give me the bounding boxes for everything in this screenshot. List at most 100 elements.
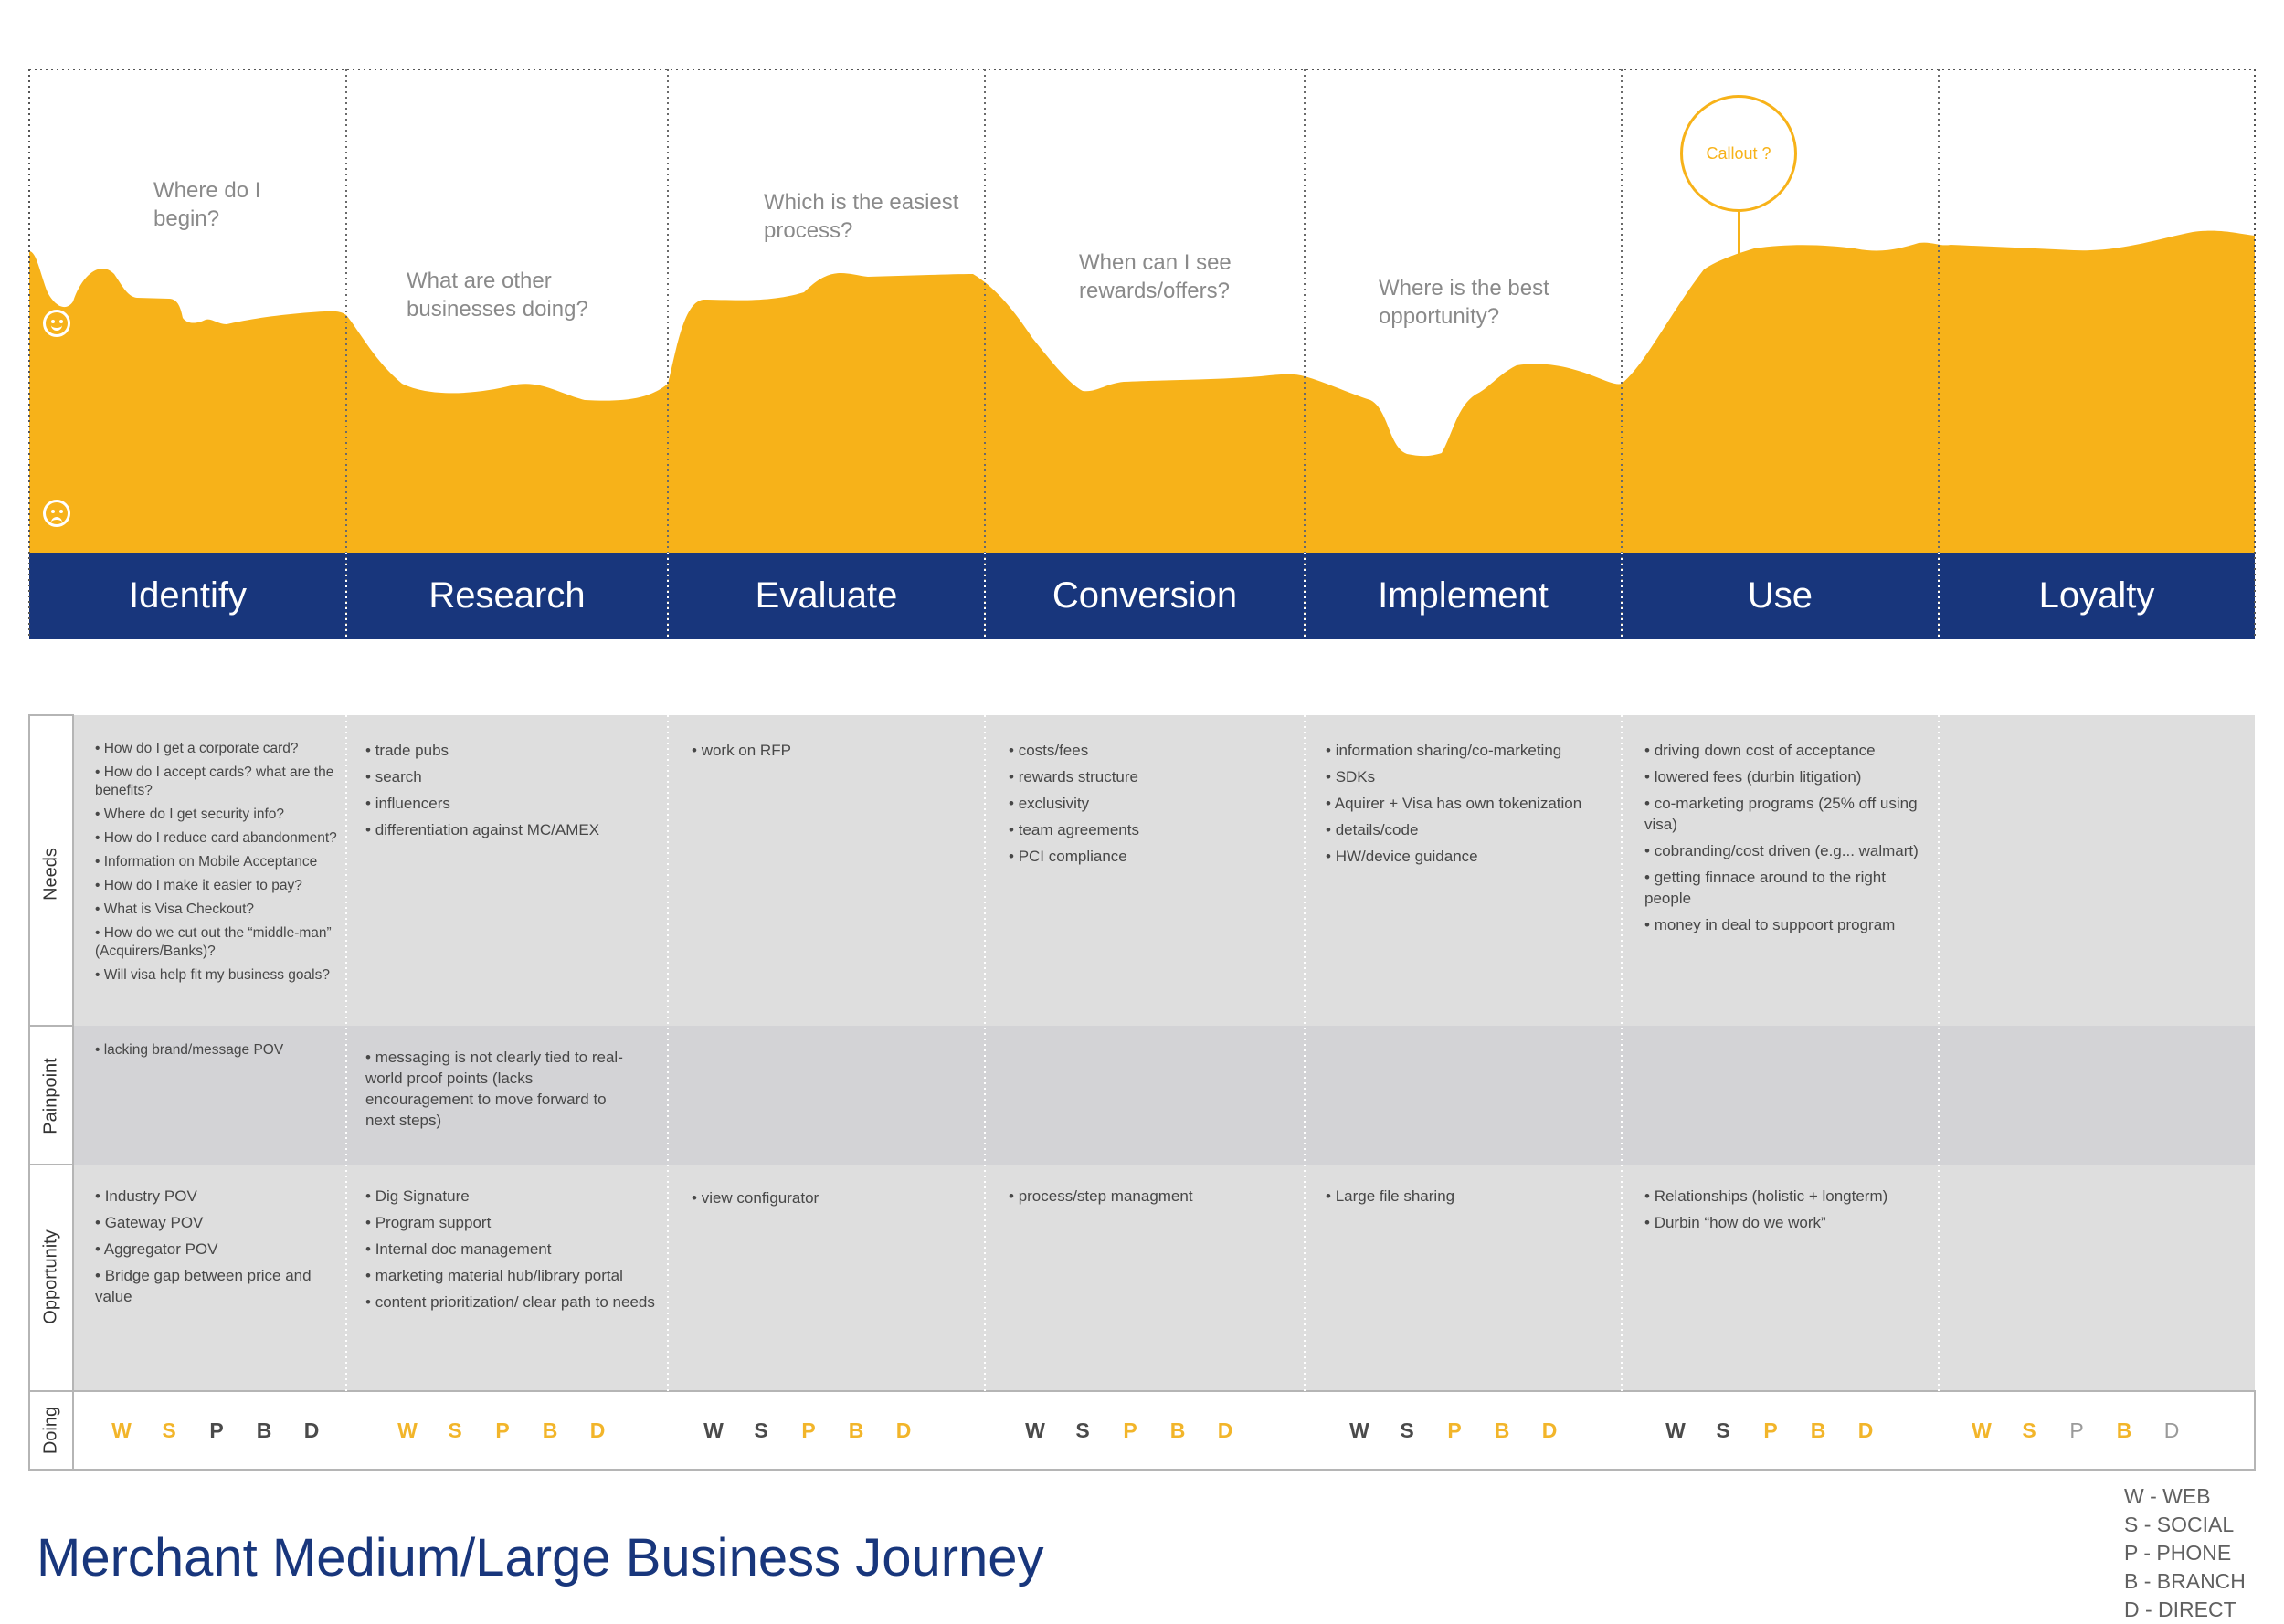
question-identify: Where do I begin?: [153, 178, 261, 231]
list-item: cobranding/cost driven (e.g... walmart): [1644, 840, 1923, 861]
channel-d: D: [1541, 1418, 1558, 1442]
doing-row-bg: [28, 1390, 2256, 1471]
list-item: money in deal to suppoort program: [1644, 914, 1923, 935]
happy-face-icon: [43, 310, 70, 337]
legend-social: S - SOCIAL: [2124, 1513, 2235, 1536]
row-label-needs: Needs: [40, 848, 61, 901]
needs-implement: information sharing/co-marketingSDKsAqui…: [1326, 740, 1613, 872]
list-item: Durbin “how do we work”: [1644, 1212, 1923, 1233]
journey-emotion-curve: [29, 230, 2255, 553]
list-item: differentiation against MC/AMEX: [365, 819, 658, 840]
channel-s: S: [162, 1418, 176, 1442]
list-item: process/step managment: [1009, 1186, 1292, 1207]
channel-s: S: [1400, 1418, 1414, 1442]
list-item: details/code: [1326, 819, 1613, 840]
channel-b: B: [256, 1418, 272, 1442]
painpoint-identify: lacking brand/message POV: [95, 1039, 342, 1066]
channel-s: S: [1075, 1418, 1090, 1442]
list-item: exclusivity: [1009, 793, 1292, 814]
list-item: rewards structure: [1009, 766, 1292, 787]
list-item: search: [365, 766, 658, 787]
channel-d: D: [895, 1418, 912, 1442]
row-label-doing: Doing: [40, 1406, 61, 1455]
list-item: How do I get a corporate card?: [95, 740, 342, 758]
channel-b: B: [848, 1418, 864, 1442]
list-item: Bridge gap between price and value: [95, 1265, 323, 1307]
callout-text: Callout ?: [1706, 143, 1771, 163]
channel-w: W: [397, 1418, 418, 1442]
list-item: How do we cut out the “middle-man” (Acqu…: [95, 924, 342, 961]
channel-w: W: [703, 1418, 724, 1442]
list-item: marketing material hub/library portal: [365, 1265, 658, 1286]
legend-direct: D - DIRECT: [2124, 1598, 2236, 1621]
list-item: getting finnace around to the right peop…: [1644, 867, 1923, 909]
row-label-column: [28, 714, 74, 1471]
stage-research: Research: [428, 575, 586, 616]
painpoint-research: messaging is not clearly tied to real-wo…: [365, 1047, 640, 1136]
sad-face-icon: [43, 500, 70, 527]
list-item: How do I make it easier to pay?: [95, 877, 342, 895]
channel-d: D: [1857, 1418, 1874, 1442]
channel-b: B: [1169, 1418, 1186, 1442]
list-item: SDKs: [1326, 766, 1613, 787]
list-item: messaging is not clearly tied to real-wo…: [365, 1047, 640, 1131]
channel-p: P: [801, 1418, 816, 1442]
page-title: Merchant Medium/Large Business Journey: [37, 1528, 1044, 1587]
opportunity-implement: Large file sharing: [1326, 1186, 1609, 1212]
channel-s: S: [1716, 1418, 1730, 1442]
list-item: co-marketing programs (25% off using vis…: [1644, 793, 1923, 835]
list-item: Aggregator POV: [95, 1239, 323, 1260]
stage-loyalty: Loyalty: [2038, 575, 2155, 616]
channel-p: P: [2069, 1418, 2084, 1442]
channel-b: B: [542, 1418, 558, 1442]
list-item: PCI compliance: [1009, 846, 1292, 867]
list-item: Will visa help fit my business goals?: [95, 966, 342, 985]
callout-stem: [1738, 212, 1740, 258]
list-item: information sharing/co-marketing: [1326, 740, 1613, 761]
opportunity-research: Dig SignatureProgram supportInternal doc…: [365, 1186, 658, 1318]
stage-implement: Implement: [1378, 575, 1549, 616]
question-research: What are other businesses doing?: [407, 269, 588, 322]
channel-d: D: [2163, 1418, 2180, 1442]
channel-p: P: [495, 1418, 510, 1442]
list-item: Gateway POV: [95, 1212, 323, 1233]
question-conversion: When can I see rewards/offers?: [1079, 250, 1232, 303]
list-item: Large file sharing: [1326, 1186, 1609, 1207]
question-implement: Where is the best opportunity?: [1379, 276, 1549, 329]
list-item: costs/fees: [1009, 740, 1292, 761]
list-item: HW/device guidance: [1326, 846, 1613, 867]
legend-phone: P - PHONE: [2124, 1541, 2232, 1565]
list-item: Internal doc management: [365, 1239, 658, 1260]
legend-web: W - WEB: [2124, 1484, 2211, 1508]
opportunity-conversion: process/step managment: [1009, 1186, 1292, 1212]
list-item: Aquirer + Visa has own tokenization: [1326, 793, 1613, 814]
channel-w: W: [1665, 1418, 1686, 1442]
needs-conversion: costs/feesrewards structureexclusivityte…: [1009, 740, 1292, 872]
channel-legend: W - WEB S - SOCIAL P - PHONE B - BRANCH …: [2124, 1482, 2246, 1624]
list-item: lowered fees (durbin litigation): [1644, 766, 1923, 787]
channel-w: W: [111, 1418, 132, 1442]
row-label-painpoint: Painpoint: [40, 1058, 61, 1134]
list-item: Where do I get security info?: [95, 806, 342, 824]
question-evaluate: Which is the easiest process?: [764, 190, 959, 243]
channel-p: P: [1763, 1418, 1778, 1442]
list-item: Industry POV: [95, 1186, 323, 1207]
channel-b: B: [1494, 1418, 1510, 1442]
list-item: Program support: [365, 1212, 658, 1233]
list-item: How do I reduce card abandonment?: [95, 829, 342, 848]
needs-research: trade pubs search influencers differentiati…: [365, 740, 658, 846]
opportunity-use: Relationships (holistic + longterm)Durbi…: [1644, 1186, 1923, 1239]
legend-branch: B - BRANCH: [2124, 1569, 2246, 1593]
channel-s: S: [2022, 1418, 2036, 1442]
list-item: influencers: [365, 793, 658, 814]
channel-p: P: [1447, 1418, 1462, 1442]
needs-use: driving down cost of acceptancelowered f…: [1644, 740, 1923, 941]
opportunity-evaluate: view configurator: [692, 1187, 975, 1214]
channel-d: D: [303, 1418, 320, 1442]
needs-evaluate: work on RFP: [692, 740, 975, 766]
list-item: trade pubs: [365, 740, 658, 761]
